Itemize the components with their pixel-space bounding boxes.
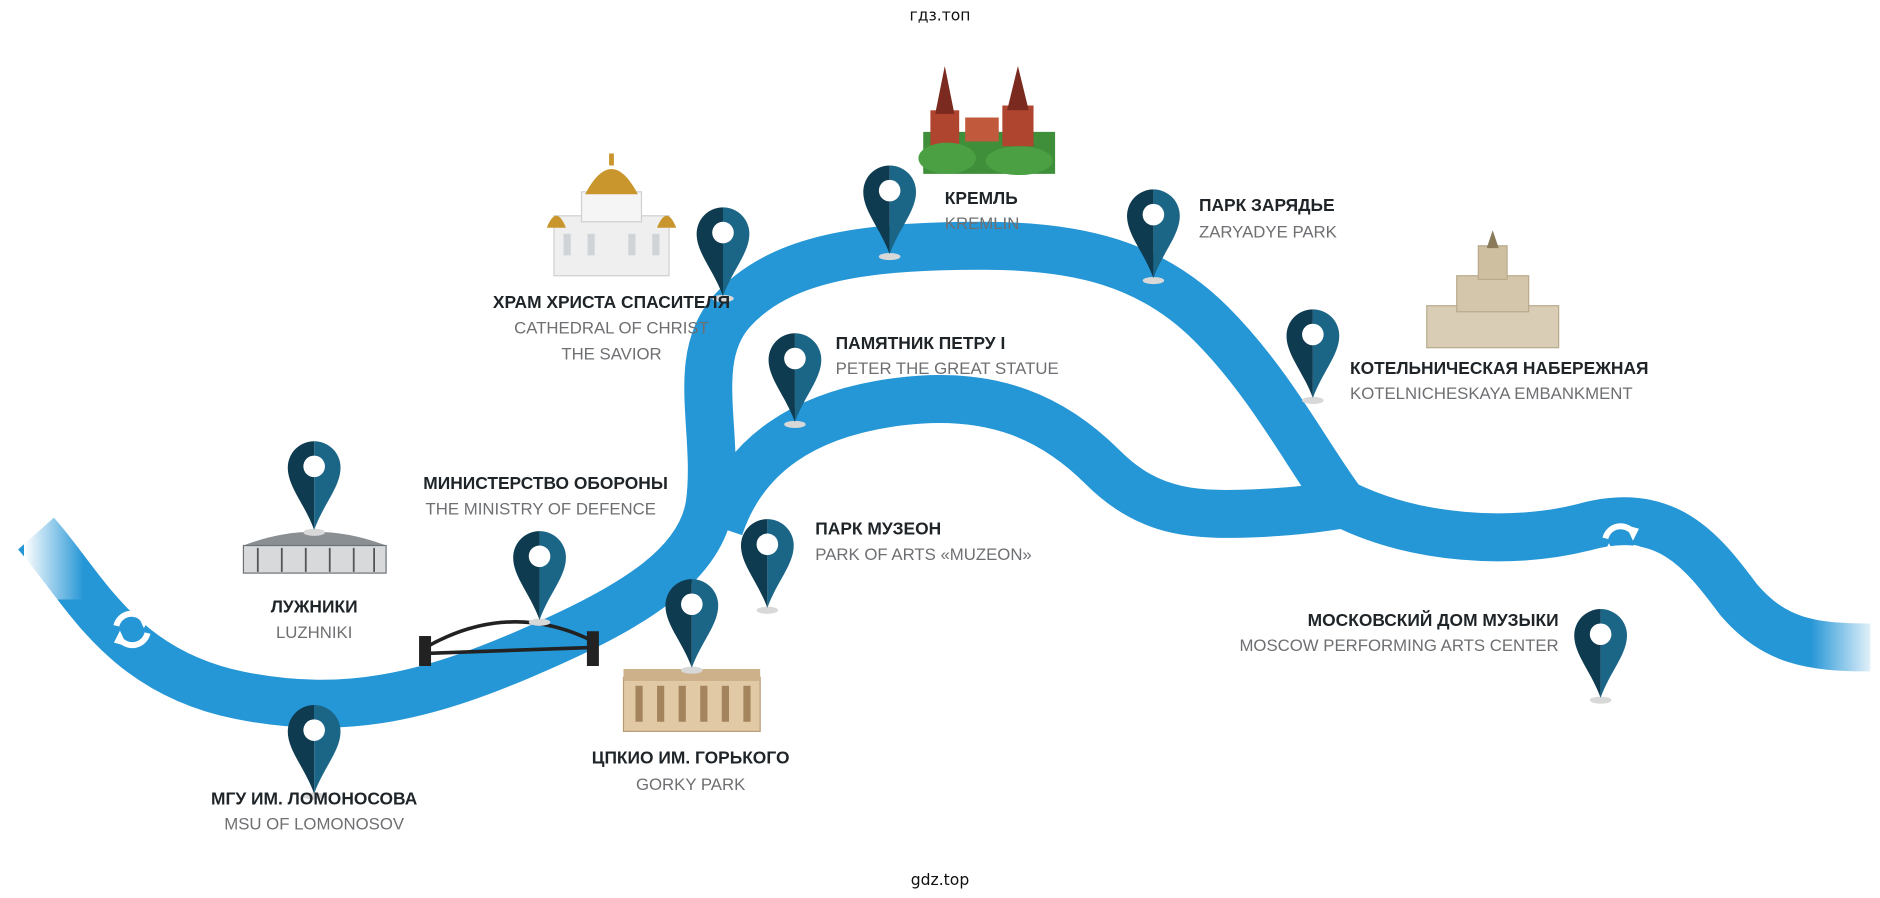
river-fade-right (1810, 599, 1880, 684)
location-pin-icon-muzeon[interactable] (740, 519, 794, 614)
label-gorky[interactable]: ЦПКИО ИМ. ГОРЬКОГО GORKY PARK (592, 748, 790, 794)
label-en: ZARYADYE PARK (1199, 222, 1337, 241)
label-ru: ЛУЖНИКИ (271, 597, 358, 617)
label-en: CATHEDRAL OF CHRIST (514, 318, 709, 337)
location-pin-icon-luzhniki[interactable] (287, 441, 341, 536)
cathedral-illustration (546, 153, 677, 277)
kotelnicheskaya-illustration (1426, 230, 1560, 349)
label-ru: КРЕМЛЬ (945, 188, 1018, 208)
label-en: PETER THE GREAT STATUE (836, 359, 1059, 378)
luzhniki-illustration (242, 531, 387, 574)
label-msu[interactable]: МГУ ИМ. ЛОМОНОСОВА MSU OF LOMONOSOV (211, 788, 418, 833)
label-en: MOSCOW PERFORMING ARTS CENTER (1239, 636, 1558, 655)
label-ru: ПАМЯТНИК ПЕТРУ I (836, 333, 1006, 353)
location-pin-icon-msu[interactable] (287, 704, 341, 800)
label-ru: КОТЕЛЬНИЧЕСКАЯ НАБЕРЕЖНАЯ (1350, 358, 1649, 378)
label-muzeon[interactable]: ПАРК МУЗЕОН PARK OF ARTS «MUZEON» (815, 519, 1031, 564)
river-fade-left (24, 503, 84, 600)
gorky-park-illustration (622, 669, 761, 732)
label-peter[interactable]: ПАМЯТНИК ПЕТРУ I PETER THE GREAT STATUE (836, 333, 1059, 378)
label-music[interactable]: МОСКОВСКИЙ ДОМ МУЗЫКИ MOSCOW PERFORMING … (1239, 610, 1558, 655)
label-ru: МГУ ИМ. ЛОМОНОСОВА (211, 788, 418, 808)
location-pin-icon-gorky[interactable] (665, 579, 719, 674)
label-kotelnicheskaya[interactable]: КОТЕЛЬНИЧЕСКАЯ НАБЕРЕЖНАЯ KOTELNICHESKAY… (1350, 358, 1649, 403)
label-ru: ЦПКИО ИМ. ГОРЬКОГО (592, 748, 790, 768)
label-ru: ПАРК МУЗЕОН (815, 519, 941, 539)
label-en: KREMLIN (945, 214, 1020, 233)
label-zaryadye[interactable]: ПАРК ЗАРЯДЬЕ ZARYADYE PARK (1199, 195, 1337, 241)
label-ru: МОСКОВСКИЙ ДОМ МУЗЫКИ (1308, 610, 1559, 630)
label-ru: МИНИСТЕРСТВО ОБОРОНЫ (423, 473, 668, 493)
label-en: MSU OF LOMONOSOV (224, 815, 405, 834)
river-main-channel (17, 221, 1871, 728)
label-ru: ПАРК ЗАРЯДЬЕ (1199, 195, 1335, 215)
watermark-top: гдз.топ (910, 6, 971, 24)
label-en: PARK OF ARTS «MUZEON» (815, 545, 1031, 564)
label-luzhniki[interactable]: ЛУЖНИКИ LUZHNIKI (271, 597, 358, 642)
label-ministry[interactable]: МИНИСТЕРСТВО ОБОРОНЫ THE MINISTRY OF DEF… (423, 473, 668, 518)
river-canal (696, 375, 1353, 538)
label-en: GORKY PARK (636, 775, 745, 794)
location-pin-icon-ministry[interactable] (513, 531, 566, 626)
label-en: LUZHNIKI (276, 623, 352, 642)
label-en: THE SAVIOR (561, 345, 661, 364)
watermark-bottom: gdz.top (911, 871, 970, 889)
bridge-illustration (419, 620, 599, 667)
river (17, 221, 1871, 728)
label-ru: ХРАМ ХРИСТА СПАСИТЕЛЯ (493, 292, 730, 312)
label-kremlin[interactable]: КРЕМЛЬ KREMLIN (945, 188, 1020, 233)
label-en: THE MINISTRY OF DEFENCE (426, 499, 656, 518)
label-en: KOTELNICHESKAYA EMBANKMENT (1350, 384, 1633, 403)
location-pin-icon-music[interactable] (1574, 609, 1627, 704)
kremlin-illustration (918, 65, 1056, 176)
label-cathedral[interactable]: ХРАМ ХРИСТА СПАСИТЕЛЯ CATHEDRAL OF CHRIS… (493, 292, 730, 364)
